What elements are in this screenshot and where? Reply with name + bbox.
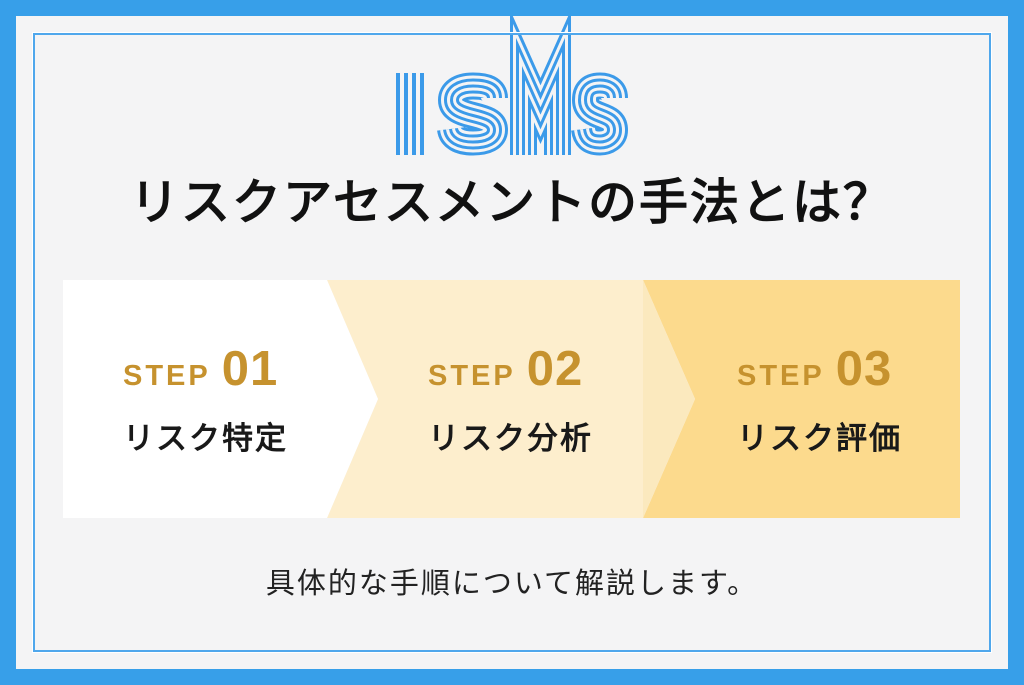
step-3: STEP 03 リスク評価 bbox=[643, 280, 960, 518]
logo-letter-m bbox=[510, 9, 571, 155]
step-1-head: STEP 01 bbox=[123, 341, 378, 397]
isms-logo-graphic bbox=[396, 9, 629, 156]
step-1-name: リスク特定 bbox=[123, 420, 288, 456]
steps-band: STEP 01 リスク特定 STEP 02 リスク分析 STEP 03 リスク評… bbox=[63, 280, 960, 518]
isms-logo: ISMS bbox=[396, 9, 629, 157]
step-2-label: STEP bbox=[428, 359, 516, 392]
logo-letter-s1 bbox=[437, 72, 509, 156]
step-1-label: STEP bbox=[123, 359, 211, 392]
step-2-head: STEP 02 bbox=[428, 341, 695, 397]
step-2-name: リスク分析 bbox=[428, 420, 593, 456]
step-1-number: 01 bbox=[221, 341, 279, 396]
page-title: リスクアセスメントの手法とは？ bbox=[129, 176, 895, 230]
logo-letter-s2 bbox=[571, 72, 629, 156]
caption: 具体的な手順について解説します。 bbox=[265, 568, 759, 600]
step-3-number: 03 bbox=[835, 341, 893, 396]
step-3-name: リスク評価 bbox=[737, 420, 902, 456]
step-3-label: STEP bbox=[737, 359, 825, 392]
step-1: STEP 01 リスク特定 bbox=[63, 280, 378, 518]
step-2: STEP 02 リスク分析 bbox=[327, 280, 695, 518]
step-3-head: STEP 03 bbox=[737, 341, 960, 397]
step-2-number: 02 bbox=[526, 341, 584, 396]
